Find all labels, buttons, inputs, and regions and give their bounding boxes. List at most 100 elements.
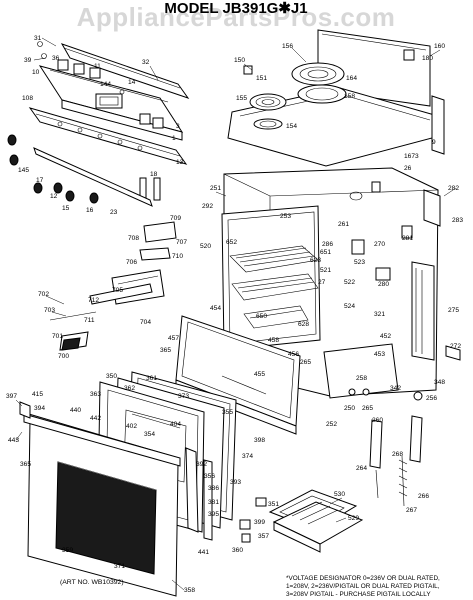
label-458: 458 [268, 337, 279, 344]
label-39: 39 [24, 57, 32, 64]
label-701: 701 [52, 333, 63, 340]
label-702: 702 [38, 291, 49, 298]
oven-body-group [221, 167, 441, 399]
label-523: 523 [354, 259, 365, 266]
door-hinge-springs [348, 345, 461, 507]
label-9: 9 [432, 139, 436, 146]
model-title: MODEL JB391G✱J1 [164, 0, 307, 17]
label-286: 286 [322, 241, 333, 248]
cooktop-group [227, 29, 445, 167]
label-365: 365 [160, 347, 171, 354]
label-356: 356 [204, 473, 215, 480]
label-524: 524 [344, 303, 355, 310]
label-253: 253 [280, 213, 291, 220]
voltage-note-line-2: 1=208V, 2=236V/PIGTAIL OR DUAL RATED PIG… [286, 583, 440, 590]
label-362: 362 [124, 385, 135, 392]
label-393: 393 [230, 479, 241, 486]
label-705: 705 [112, 287, 123, 294]
label-150: 150 [234, 57, 245, 64]
label-397: 397 [6, 393, 17, 400]
label-282: 282 [448, 185, 459, 192]
label-11: 11 [94, 63, 101, 70]
label-256: 256 [426, 395, 437, 402]
label-1673: 1673 [404, 153, 419, 160]
label-12: 12 [50, 193, 58, 200]
label-321: 321 [374, 311, 385, 318]
label-17: 17 [36, 177, 44, 184]
label-381: 381 [208, 499, 219, 506]
label-394: 394 [34, 405, 45, 412]
label-360: 360 [232, 547, 243, 554]
label-521: 521 [320, 267, 331, 274]
label-281: 281 [402, 235, 413, 242]
label-36: 36 [52, 55, 60, 62]
label-440: 440 [70, 407, 81, 414]
label-268: 268 [392, 451, 403, 458]
label-154: 154 [286, 123, 297, 130]
label-402: 402 [126, 423, 137, 430]
label-363: 363 [90, 391, 101, 398]
label-258: 258 [356, 375, 367, 382]
label-710: 710 [172, 253, 183, 260]
label-520: 520 [200, 243, 211, 250]
label-27: 27 [318, 279, 326, 286]
control-panel-group [7, 41, 190, 207]
label-26: 26 [404, 165, 412, 172]
label-23: 23 [110, 209, 118, 216]
label-708: 708 [128, 235, 139, 242]
label-108: 108 [22, 95, 33, 102]
label-358: 358 [184, 587, 195, 594]
label-3: 3 [176, 123, 180, 130]
label-415: 415 [32, 391, 43, 398]
label-32: 32 [142, 59, 150, 66]
label-266: 266 [418, 493, 429, 500]
label-18: 18 [150, 171, 158, 178]
label-342: 342 [390, 385, 401, 392]
label-31: 31 [34, 35, 42, 42]
label-145: 145 [18, 167, 29, 174]
label-452: 452 [380, 333, 391, 340]
label-355: 355 [222, 409, 233, 416]
label-404: 404 [170, 421, 181, 428]
label-14: 14 [128, 79, 136, 86]
label-529: 529 [348, 515, 359, 522]
label-707: 707 [176, 239, 187, 246]
label-351: 351 [268, 501, 279, 508]
label-530: 530 [334, 491, 345, 498]
label-280: 280 [378, 281, 389, 288]
label-160: 160 [434, 43, 445, 50]
label-392: 392 [196, 461, 207, 468]
label-650: 650 [256, 313, 267, 320]
label-155: 155 [236, 95, 247, 102]
label-13: 13 [176, 159, 184, 166]
label-354: 354 [144, 431, 155, 438]
label-158: 158 [344, 93, 355, 100]
label-457: 457 [168, 335, 179, 342]
label-15: 15 [62, 205, 70, 212]
label-395: 395 [208, 511, 219, 518]
label-441: 441 [198, 549, 209, 556]
label-10: 10 [32, 69, 40, 76]
label-156: 156 [282, 43, 293, 50]
label-628: 628 [298, 321, 309, 328]
label-267: 267 [406, 507, 417, 514]
door-assembly-group [19, 371, 267, 597]
label-623: 623 [310, 257, 321, 264]
label-456: 456 [288, 351, 299, 358]
label-283: 283 [452, 217, 463, 224]
label-703: 703 [44, 307, 55, 314]
label-704: 704 [140, 319, 151, 326]
label-350: 350 [106, 373, 117, 380]
watermark: AppliancePartsPros.com [77, 2, 396, 32]
label-265b: 265 [362, 405, 373, 412]
label-251: 251 [210, 185, 221, 192]
label-261: 261 [338, 221, 349, 228]
label-398: 398 [254, 437, 265, 444]
label-365b: 365 [20, 461, 31, 468]
label-272: 272 [450, 343, 461, 350]
label-292: 292 [202, 203, 213, 210]
label-164: 164 [346, 75, 357, 82]
part-labels: 31 39 32 36 10 11 14 108 144 3 1 18 13 1… [6, 35, 463, 594]
label-374: 374 [242, 453, 253, 460]
